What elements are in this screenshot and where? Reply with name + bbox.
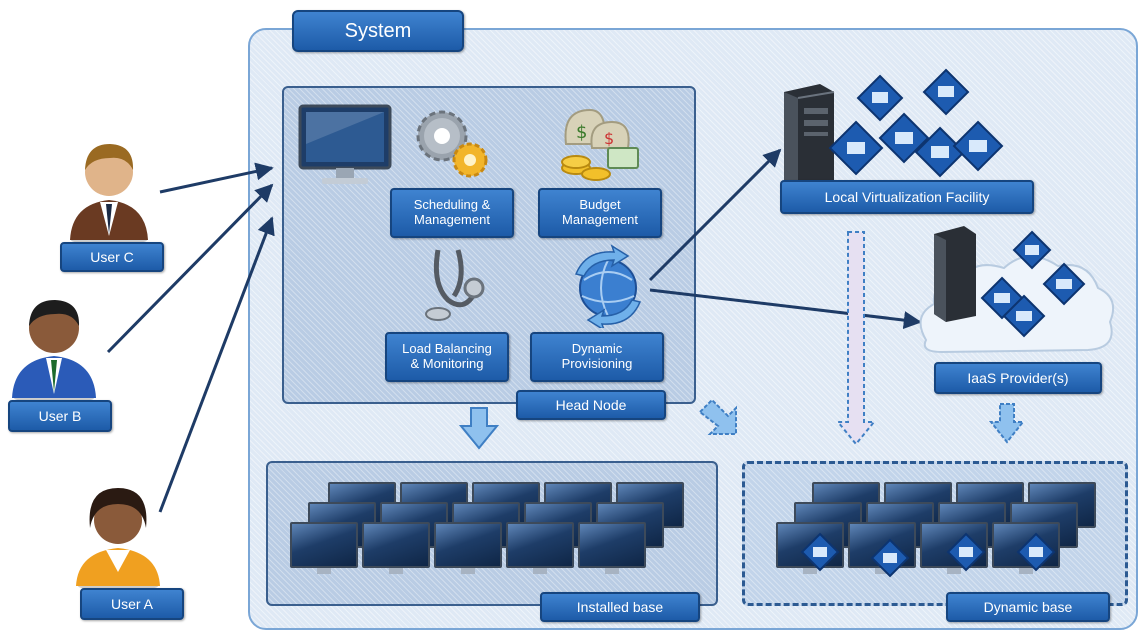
- installed-monitor-grid: [290, 482, 700, 582]
- arrow-to-iaas: [649, 288, 922, 330]
- user-c-avatar: [70, 144, 148, 244]
- iaas-label: IaaS Provider(s): [934, 362, 1102, 394]
- system-title: System: [292, 10, 464, 52]
- monitor: [434, 522, 502, 574]
- stethoscope-icon: [425, 249, 485, 321]
- user-b-avatar: [12, 300, 96, 402]
- gears-icon: [416, 110, 488, 178]
- monitor-icon: [298, 104, 392, 184]
- arrow-diag-dynamic: [698, 398, 737, 435]
- monitor: [506, 522, 574, 574]
- svg-text:$: $: [576, 122, 587, 143]
- arrow-to-local-virtualization: [648, 148, 782, 282]
- dynamic-monitor-grid: [776, 482, 1116, 582]
- head-node-label: Head Node: [516, 390, 666, 420]
- arrow-user-b: [106, 183, 274, 354]
- installed-base-label: Installed base: [540, 592, 700, 622]
- arrow-down-installed: [458, 407, 500, 450]
- server-tower-icon: [784, 84, 835, 190]
- module-scheduling-label: Scheduling & Management: [390, 188, 514, 238]
- globe-refresh-icon: [574, 244, 642, 328]
- cloud-server-icon: [919, 226, 1114, 354]
- monitor: [290, 522, 358, 574]
- module-dynamic-provisioning-label: Dynamic Provisioning: [530, 332, 664, 382]
- arrow-down-local: [835, 231, 877, 446]
- vm-badges: [800, 532, 1056, 578]
- dynamic-base-label: Dynamic base: [946, 592, 1110, 622]
- arrow-down-iaas: [988, 403, 1026, 444]
- monitor: [578, 522, 646, 574]
- local-virtualization-label: Local Virtualization Facility: [780, 180, 1034, 214]
- user-c-label: User C: [60, 242, 164, 272]
- user-b-label: User B: [8, 400, 112, 432]
- svg-text:$: $: [604, 129, 614, 148]
- vm-cluster-icon: [828, 68, 1004, 178]
- arrow-user-a: [158, 216, 275, 513]
- money-icon: $ $: [561, 108, 639, 181]
- user-a-label: User A: [80, 588, 184, 620]
- monitor: [362, 522, 430, 574]
- module-load-balancing-label: Load Balancing & Monitoring: [385, 332, 509, 382]
- module-budget-label: Budget Management: [538, 188, 662, 238]
- user-a-avatar: [76, 488, 160, 590]
- arrow-user-c: [159, 162, 274, 194]
